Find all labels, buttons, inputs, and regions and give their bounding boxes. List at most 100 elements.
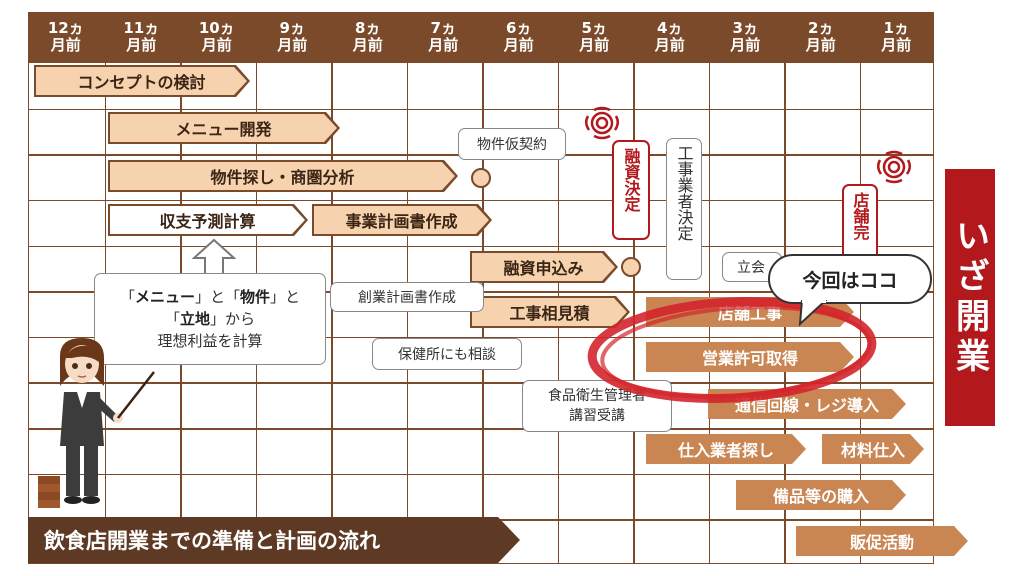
month-header-cell: 12ヵ月前 bbox=[28, 12, 104, 62]
month-header-cell: 7ヵ月前 bbox=[406, 12, 482, 62]
task-ingredients-label: 材料仕入 bbox=[840, 441, 905, 460]
month-header-cell: 6ヵ月前 bbox=[481, 12, 557, 62]
month-number: 12ヵ bbox=[47, 19, 84, 37]
task-loan-application: 融資申込み bbox=[470, 251, 618, 283]
task-supplier-search: 仕入業者探し bbox=[646, 434, 806, 464]
grid-column-line bbox=[406, 63, 408, 563]
note-food-hygiene-line1: 食品衛生管理者 bbox=[548, 388, 646, 404]
grid-row-line bbox=[29, 428, 933, 430]
month-suffix: 月前 bbox=[805, 36, 836, 54]
month-number: 11ヵ bbox=[123, 19, 160, 37]
task-equipment-label: 備品等の購入 bbox=[772, 487, 869, 506]
grid-column-line bbox=[331, 63, 333, 563]
task-telecom-label: 通信回線・レジ導入 bbox=[734, 396, 879, 415]
grid-row-line bbox=[29, 473, 933, 476]
explanation-line3: 理想利益を計算 bbox=[157, 332, 263, 350]
task-supplier-search-label: 仕入業者探し bbox=[677, 441, 774, 460]
task-revenue-forecast: 収支予測計算 bbox=[108, 204, 308, 236]
current-step-callout: 今回はココ bbox=[768, 254, 932, 304]
task-concept-label: コンセプトの検討 bbox=[36, 67, 247, 95]
note-provisional-contract-text: 物件仮契約 bbox=[477, 137, 547, 153]
note-food-hygiene-line2: 講習受講 bbox=[569, 408, 625, 424]
task-business-plan-label: 事業計画書作成 bbox=[314, 206, 489, 234]
grid-row-line bbox=[29, 199, 933, 202]
month-suffix: 月前 bbox=[352, 36, 383, 54]
flower-icon bbox=[585, 106, 619, 140]
highlight-ring bbox=[587, 297, 877, 403]
task-loan-application-label: 融資申込み bbox=[472, 253, 615, 281]
tag-store-complete: 店舗完 bbox=[842, 184, 878, 262]
month-header-cell: 4ヵ月前 bbox=[632, 12, 708, 62]
month-number: 7ヵ bbox=[430, 19, 456, 37]
grid-row-line bbox=[29, 108, 933, 111]
month-number: 3ヵ bbox=[732, 19, 758, 37]
grid-column-line bbox=[859, 63, 861, 563]
month-number: 4ヵ bbox=[657, 19, 683, 37]
month-number: 6ヵ bbox=[506, 19, 532, 37]
up-arrow-icon bbox=[192, 238, 236, 275]
month-header-cell: 10ヵ月前 bbox=[179, 12, 255, 62]
task-revenue-forecast-label: 収支予測計算 bbox=[110, 206, 305, 234]
task-business-plan: 事業計画書作成 bbox=[312, 204, 492, 236]
month-header-cell: 8ヵ月前 bbox=[330, 12, 406, 62]
task-construction-quote: 工事相見積 bbox=[470, 296, 630, 328]
month-number: 5ヵ bbox=[581, 19, 607, 37]
current-step-callout-text: 今回はココ bbox=[802, 269, 898, 292]
explanation-box: 「メニュー」と「物件」と 「立地」から 理想利益を計算 bbox=[94, 273, 326, 365]
note-provisional-contract: 物件仮契約 bbox=[458, 128, 566, 160]
explanation-line1: 「メニュー」と「物件」と bbox=[119, 288, 301, 306]
task-promotion-label: 販促活動 bbox=[849, 533, 914, 552]
grid-row-line bbox=[29, 245, 933, 248]
note-contractor-decided: 工事業者決定 bbox=[666, 138, 702, 280]
month-header-cell: 5ヵ月前 bbox=[557, 12, 633, 62]
task-equipment: 備品等の購入 bbox=[736, 480, 906, 510]
note-health-center-text: 保健所にも相談 bbox=[398, 347, 496, 363]
month-number: 8ヵ bbox=[355, 19, 381, 37]
month-header-cell: 9ヵ月前 bbox=[255, 12, 331, 62]
opening-banner-text: いざ開業 bbox=[949, 217, 990, 378]
month-suffix: 月前 bbox=[277, 36, 308, 54]
tag-loan-decided: 融資決定 bbox=[612, 140, 650, 240]
month-number: 1ヵ bbox=[883, 19, 909, 37]
presenter-woman-icon bbox=[38, 338, 155, 508]
note-business-plan-creation-text: 創業計画書作成 bbox=[358, 290, 456, 306]
page-title: 飲食店開業までの準備と計画の流れ bbox=[28, 517, 520, 563]
opening-banner: いざ開業 bbox=[945, 169, 995, 426]
task-property-search: 物件探し・商圏分析 bbox=[108, 160, 458, 192]
milestone-loan-decision bbox=[621, 257, 641, 277]
month-suffix: 月前 bbox=[881, 36, 912, 54]
month-header-cell: 1ヵ月前 bbox=[859, 12, 935, 62]
month-header-cell: 2ヵ月前 bbox=[783, 12, 859, 62]
month-number: 9ヵ bbox=[279, 19, 305, 37]
grid-column-line bbox=[633, 63, 635, 563]
explanation-line2: 「立地」から bbox=[164, 310, 256, 328]
callout-tail bbox=[798, 300, 828, 326]
grid-row-line bbox=[29, 382, 933, 384]
month-number: 10ヵ bbox=[198, 19, 235, 37]
note-contractor-decided-text: 工事業者決定 bbox=[674, 145, 694, 241]
task-business-permit: 営業許可取得 bbox=[646, 342, 854, 372]
month-suffix: 月前 bbox=[730, 36, 761, 54]
page-title-text: 飲食店開業までの準備と計画の流れ bbox=[44, 529, 380, 553]
note-health-center: 保健所にも相談 bbox=[372, 338, 522, 370]
task-business-permit-label: 営業許可取得 bbox=[701, 349, 798, 368]
tag-store-complete-text: 店舗完 bbox=[850, 192, 870, 240]
month-number: 2ヵ bbox=[808, 19, 834, 37]
month-suffix: 月前 bbox=[579, 36, 610, 54]
month-suffix: 月前 bbox=[126, 36, 157, 54]
task-menu-label: メニュー開発 bbox=[110, 114, 337, 142]
milestone-provisional-contract bbox=[471, 168, 491, 188]
month-suffix: 月前 bbox=[503, 36, 534, 54]
task-construction-quote-label: 工事相見積 bbox=[472, 298, 627, 326]
task-promotion: 販促活動 bbox=[796, 526, 968, 556]
grid-row-line bbox=[29, 336, 933, 339]
month-suffix: 月前 bbox=[50, 36, 81, 54]
task-property-search-label: 物件探し・商圏分析 bbox=[110, 162, 455, 190]
note-attendance-text: 立会 bbox=[737, 260, 765, 276]
month-header-cell: 11ヵ月前 bbox=[104, 12, 180, 62]
task-ingredients: 材料仕入 bbox=[822, 434, 924, 464]
note-business-plan-creation: 創業計画書作成 bbox=[330, 282, 484, 312]
month-suffix: 月前 bbox=[654, 36, 685, 54]
task-concept: コンセプトの検討 bbox=[34, 65, 250, 97]
